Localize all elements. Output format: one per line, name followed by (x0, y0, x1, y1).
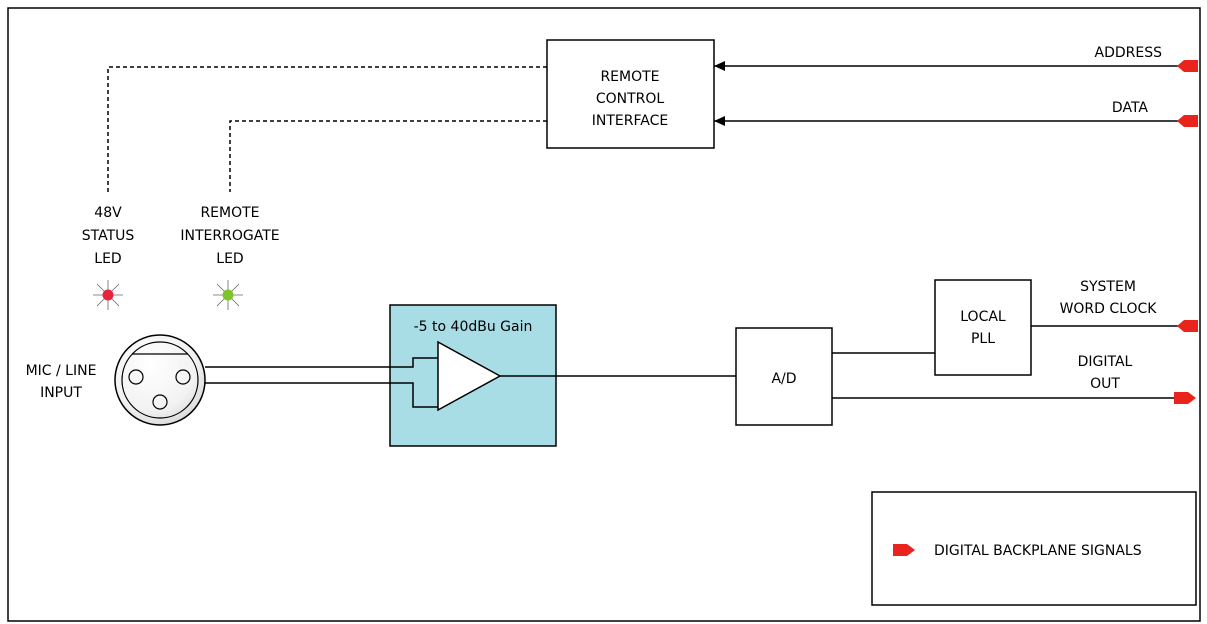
status-led-control-line (107, 66, 547, 192)
local-pll-label-1: LOCAL (960, 309, 1006, 325)
remote-control-label-1: REMOTE (600, 69, 659, 85)
digital-out-label-1: DIGITAL (1078, 354, 1133, 370)
outer-border (7, 7, 1201, 622)
local-pll-label-2: PLL (971, 331, 995, 347)
amplifier-icon (437, 340, 502, 412)
address-connector-icon (1177, 60, 1198, 72)
ad-converter-block (735, 327, 833, 426)
interrogate-led-label-2: INTERROGATE (180, 228, 279, 244)
status-led-label-1: 48V (94, 205, 122, 221)
interrogate-led-icon (213, 280, 243, 310)
gain-stage-label: -5 to 40dBu Gain (414, 319, 533, 335)
word-clock-label-1: SYSTEM (1080, 279, 1136, 295)
legend-label: DIGITAL BACKPLANE SIGNALS (934, 543, 1142, 559)
ad-converter-label: A/D (771, 371, 796, 387)
status-led-icon (93, 280, 123, 310)
remote-control-label-2: CONTROL (596, 91, 665, 107)
remote-control-label-3: INTERFACE (592, 113, 668, 129)
word-clock-connector-icon (1177, 320, 1198, 332)
remote-control-interface-block (546, 39, 715, 149)
xlr-connector-icon (114, 334, 206, 426)
local-pll-block (934, 279, 1032, 376)
interrogate-led-label-1: REMOTE (200, 205, 259, 221)
interrogate-led-control-line (229, 120, 547, 192)
word-clock-label-2: WORD CLOCK (1060, 301, 1158, 317)
address-arrowhead (714, 61, 725, 71)
status-led-label-2: STATUS (82, 228, 135, 244)
data-connector-icon (1177, 115, 1198, 127)
data-label: DATA (1112, 100, 1148, 116)
input-label-1: MIC / LINE (26, 363, 97, 379)
legend-signal-icon (893, 544, 915, 556)
address-label: ADDRESS (1095, 45, 1163, 61)
input-label-2: INPUT (40, 385, 82, 401)
gain-wire-lower (390, 382, 438, 408)
data-arrowhead (714, 116, 725, 126)
legend-box (871, 491, 1197, 606)
digital-out-label-2: OUT (1090, 376, 1120, 392)
interrogate-led-label-3: LED (216, 251, 243, 267)
gain-wire-upper (390, 357, 438, 368)
status-led-label-3: LED (94, 251, 121, 267)
digital-out-connector-icon (1174, 392, 1196, 404)
